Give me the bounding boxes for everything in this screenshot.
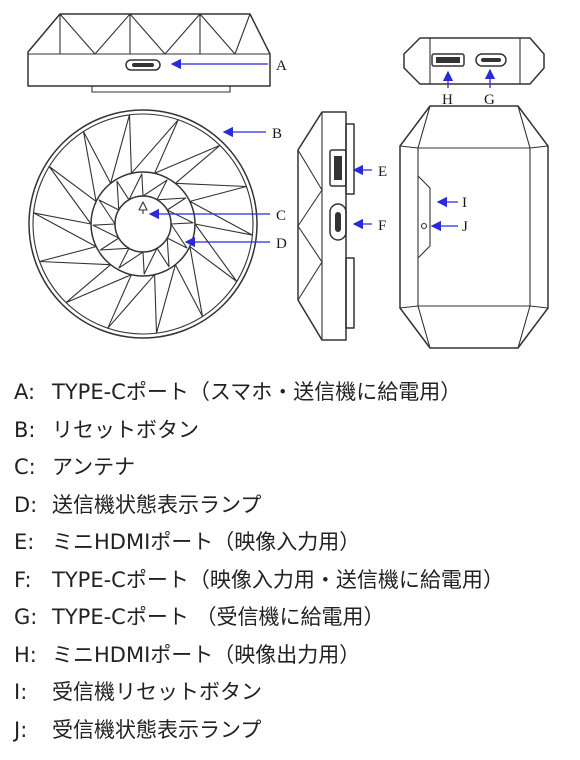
legend-text: TYPE-Cポート（スマホ・送信機に給電用）	[52, 380, 462, 404]
facet-line	[107, 274, 156, 329]
callout-j: J	[462, 219, 468, 235]
legend-text: 送信機状態表示ランプ	[52, 492, 262, 517]
legend-item-j: J: 受信機状態表示ランプ	[14, 712, 574, 750]
facet-line	[92, 223, 120, 239]
legend-text: TYPE-Cポート（映像入力用・送信機に給電用）	[52, 567, 504, 592]
facet-line	[99, 237, 130, 251]
transmitter-side-view	[27, 13, 271, 93]
facet-line	[166, 223, 188, 249]
legend-text: 受信機状態表示ランプ	[52, 717, 262, 742]
legend-list: A: TYPE-Cポート（スマホ・送信機に給電用） B: リセットボタン C: アンテ…	[14, 374, 574, 749]
callout-a: A	[276, 58, 287, 74]
legend-text: ミニHDMIポート（映像出力用）	[52, 642, 361, 667]
legend-item-e: E: ミニHDMIポート（映像入力用）	[14, 524, 574, 562]
legend-key: G:	[14, 605, 38, 629]
legend-item-a: A: TYPE-Cポート（スマホ・送信機に給電用）	[14, 374, 574, 412]
legend-item-c: C: アンテナ	[14, 449, 574, 487]
facet-line	[128, 173, 144, 201]
facet-line	[174, 246, 204, 318]
transmitter-top-view	[28, 109, 258, 339]
legend-text: 受信機リセットボタン	[52, 680, 262, 704]
facet-line	[118, 247, 144, 269]
facet-line	[154, 264, 176, 334]
legend-key: A:	[14, 380, 36, 404]
callout-d: D	[276, 236, 287, 252]
legend-item-f: F: TYPE-Cポート（映像入力用・送信機に給電用）	[14, 562, 574, 600]
legend-key: C:	[14, 455, 36, 479]
legend-key: J:	[14, 717, 28, 742]
facet-line	[110, 114, 132, 184]
legend-text: アンテナ	[52, 455, 136, 479]
facet-line	[33, 212, 97, 248]
facet-line	[154, 144, 221, 184]
facet-line	[175, 182, 247, 202]
legend-item-g: G: TYPE-Cポート （受信機に給電用）	[14, 599, 574, 637]
callout-f: F	[378, 218, 386, 234]
device-illustration: A B C D E F G H I J	[27, 13, 549, 349]
facet-line	[189, 200, 253, 236]
legend-item-b: B: リセットボタン	[14, 412, 574, 450]
callout-i: I	[462, 195, 467, 211]
facet-line	[98, 199, 120, 225]
facet-line	[156, 237, 170, 268]
facet-line	[142, 247, 158, 275]
facet-line	[48, 165, 97, 225]
callout-e: E	[378, 164, 387, 180]
legend-text: TYPE-Cポート （受信機に給電用）	[52, 605, 385, 629]
facet-line	[142, 179, 168, 201]
receiver-front-view	[399, 105, 549, 349]
callout-h: H	[442, 92, 453, 108]
legend-item-h: H: ミニHDMIポート（映像出力用）	[14, 637, 574, 675]
legend-key: E:	[14, 530, 35, 554]
legend-key: H:	[14, 642, 37, 667]
facet-line	[65, 264, 132, 304]
facet-line	[116, 180, 130, 211]
legend-item-i: I: 受信機リセットボタン	[14, 674, 574, 712]
facet-line	[82, 130, 112, 202]
callout-b: B	[272, 126, 282, 142]
legend-key: B:	[14, 417, 36, 442]
facet-line	[39, 246, 111, 266]
receiver-port-view	[403, 37, 545, 85]
facet-line	[156, 197, 187, 211]
legend-text: ミニHDMIポート（映像入力用）	[52, 530, 361, 554]
callout-g: G	[484, 92, 495, 108]
transmitter-edge-view	[297, 111, 355, 341]
callout-c: C	[276, 208, 286, 224]
facet-line	[189, 223, 238, 283]
legend-key: I:	[14, 680, 28, 704]
callout-labels: A B C D E F G H I J	[272, 58, 495, 252]
legend-text: リセットボタン	[52, 417, 199, 442]
legend-key: F:	[14, 567, 32, 592]
facet-line	[130, 119, 179, 174]
legend-item-d: D: 送信機状態表示ランプ	[14, 487, 574, 525]
legend-key: D:	[14, 492, 38, 517]
callout-arrows	[148, 58, 496, 248]
